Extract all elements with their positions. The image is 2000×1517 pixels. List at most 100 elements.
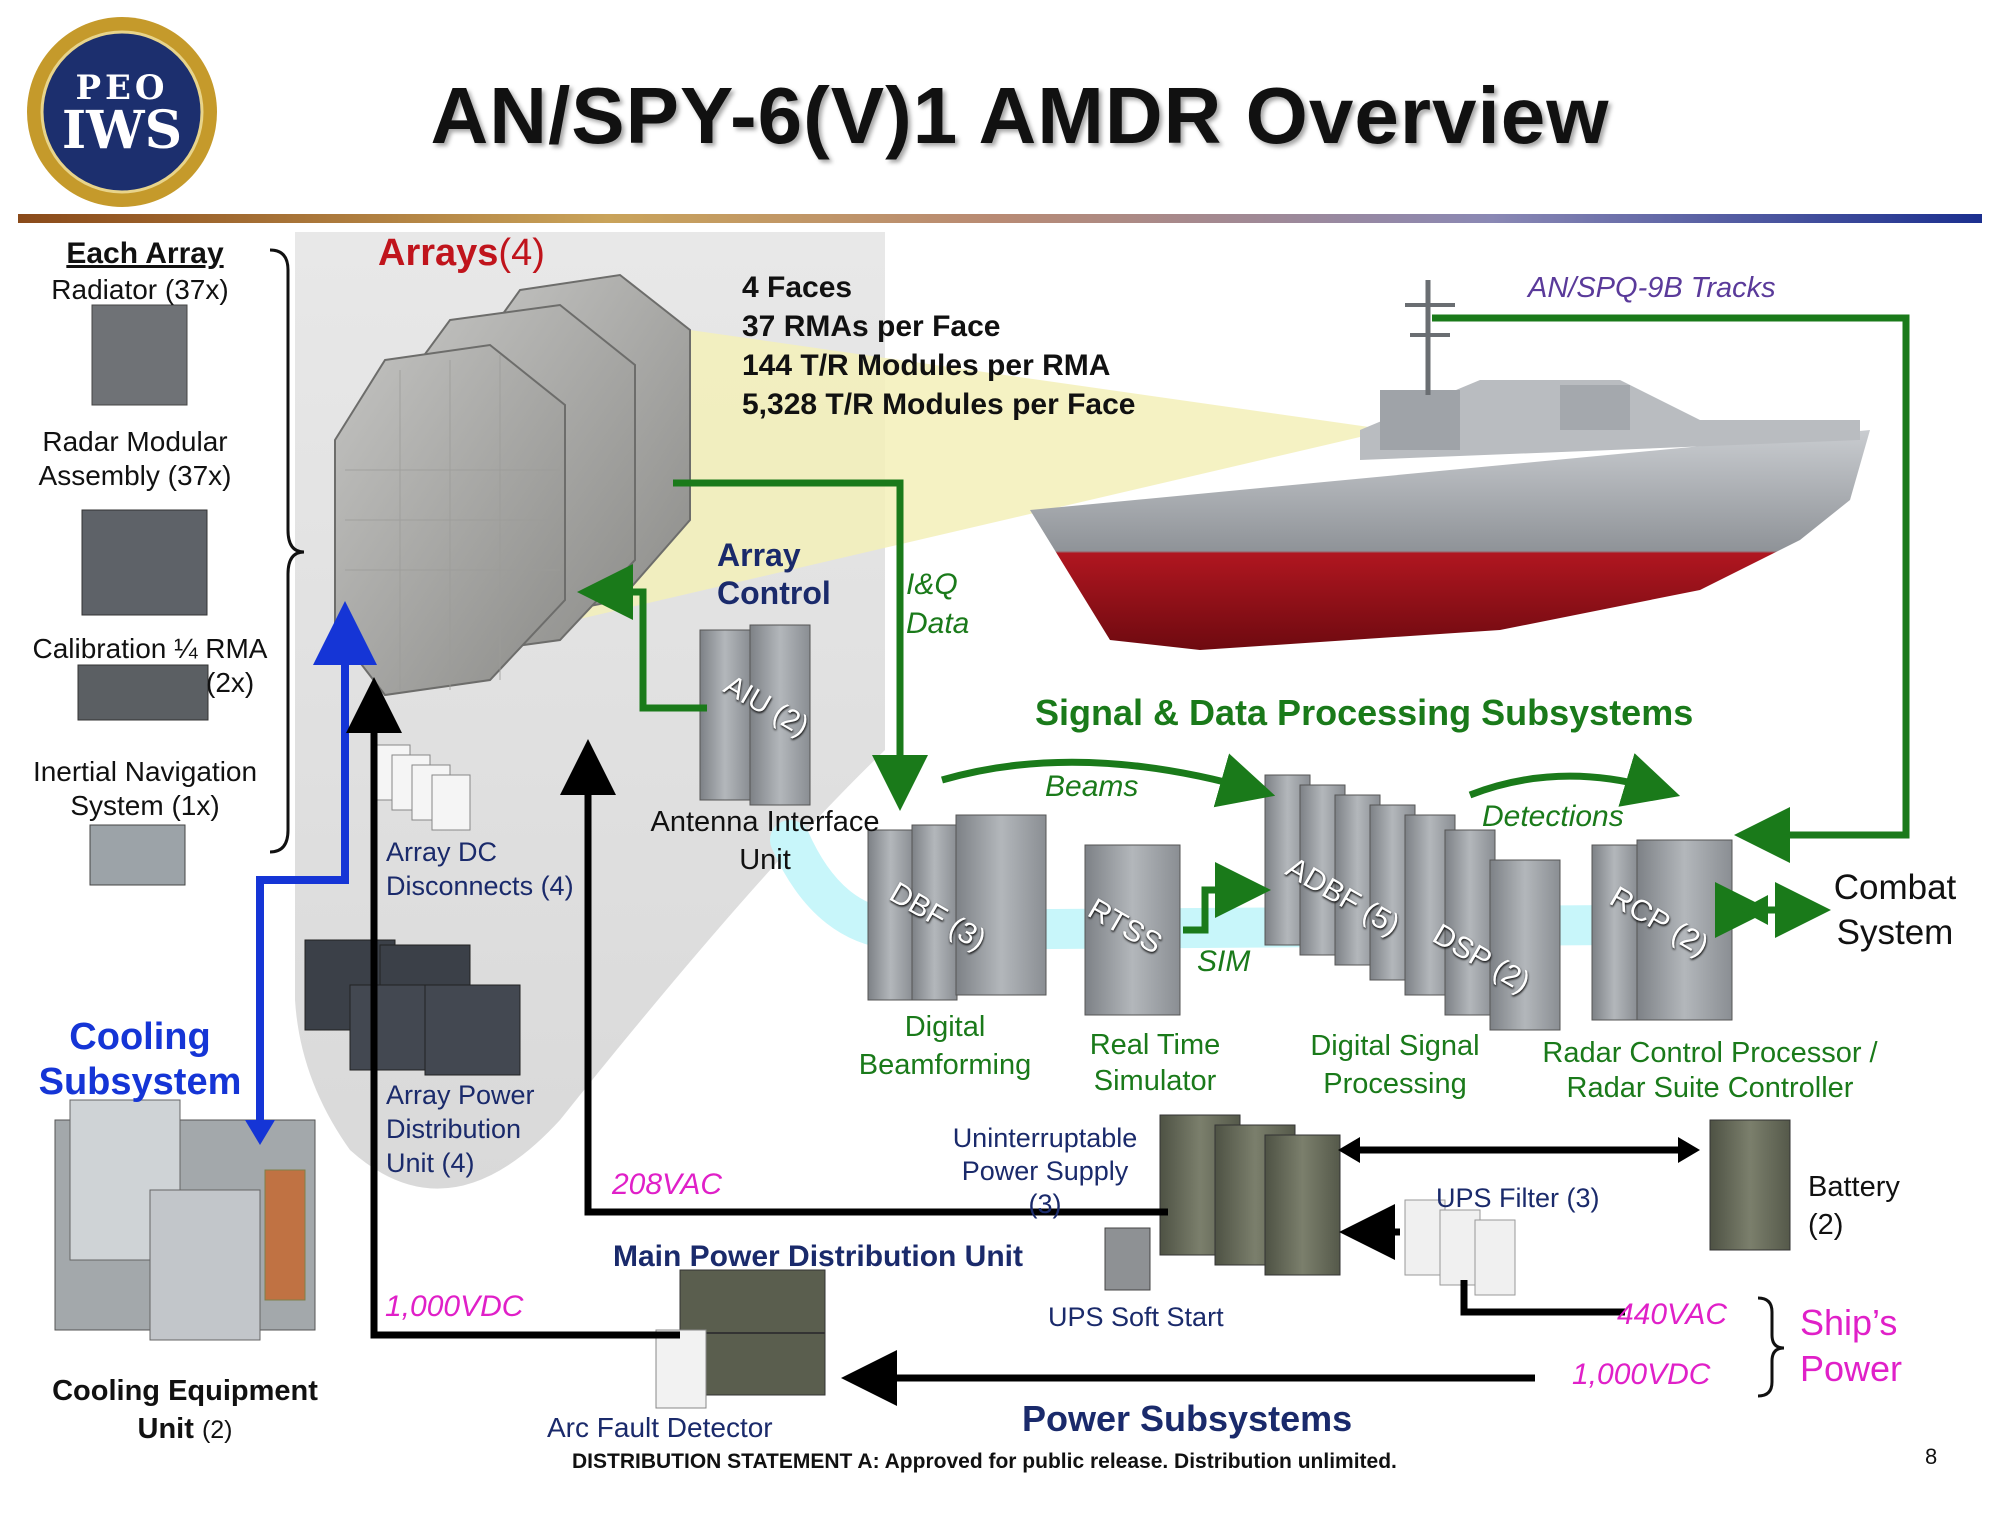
vac208-label: 208VAC [612,1168,723,1201]
rma-label-2: Assembly (37x) [38,460,232,491]
ships-power-line-2: Power [1800,1348,1903,1389]
rma-image [81,509,208,616]
array-control-line-2: Control [717,575,831,611]
dsp-name-2: Processing [1323,1068,1467,1100]
ins-image [89,824,186,886]
vdc1000-left-label: 1,000VDC [385,1290,524,1323]
iq-data-label: I&Q Data [906,565,969,643]
cooling-subsystem-title: Cooling Subsystem [30,1015,250,1105]
signal-processing-title: Signal & Data Processing Subsystems [1035,692,1694,733]
aiu-name-1: Antenna Interface [650,806,880,838]
faces-specs: 4 Faces 37 RMAs per Face 144 T/R Modules… [742,268,1135,424]
page-title: AN/SPY-6(V)1 AMDR Overview [430,71,1610,160]
faces-line-1: 4 Faces [742,271,853,304]
arc-fault-label: Arc Fault Detector [547,1412,773,1443]
title-rule [18,214,1982,223]
battery-line-1: Battery [1808,1171,1900,1203]
ups-line-2: Power Supply (3) [961,1156,1129,1219]
distribution-statement: DISTRIBUTION STATEMENT A: Approved for p… [572,1450,1397,1473]
cooling-unit-label: Cooling Equipment Unit (2) [50,1372,320,1449]
ins-label-2: System (1x) [70,790,220,821]
radar-beam [490,330,1390,640]
rtss-cabinet-image [1084,844,1181,1016]
array-faces-image [334,273,691,697]
cooling-unit-2: Unit (2) [137,1413,233,1445]
calibration-label-1: Calibration ¼ RMA [32,633,268,664]
radiator-label: Radiator (37x) [51,274,229,305]
faces-line-4: 5,328 T/R Modules per Face [742,388,1136,421]
arc-fault-detector-image [655,1329,707,1409]
radiator-image [91,304,188,406]
dsp-name-1: Digital Signal [1310,1030,1480,1062]
calibration-rma-image [77,664,209,721]
ships-power-line-1: Ship’s [1800,1302,1898,1343]
rcp-name: Radar Control Processor / Radar Suite Co… [1540,1036,1880,1106]
battery-label: Battery (2) [1808,1168,1900,1244]
ups-soft-start-label: UPS Soft Start [1048,1302,1224,1332]
aiu-name-2: Unit [739,844,791,876]
logo-iws: IWS [61,100,183,161]
array-control-label: Array Control [717,536,831,612]
ups-soft-start-image [1104,1227,1151,1291]
array-dc-line-1: Array DC [386,837,498,867]
aiu-cabinets-image [699,624,811,806]
ups-label: Uninterruptable Power Supply (3) [945,1122,1145,1221]
rtss-name-1: Real Time [1089,1029,1221,1061]
cooling-title-1: Cooling [69,1016,211,1058]
cooling-unit-1: Cooling Equipment [52,1375,318,1407]
rma-label-1: Radar Modular [42,426,228,457]
ups-image [1159,1114,1341,1276]
dbf-name-2: Beamforming [858,1049,1032,1081]
aiu-name: Antenna Interface Unit [640,803,890,879]
cooling-arrow-down-head [245,1120,275,1145]
cooling-blue-arrows [256,601,377,1130]
combat-system-label: Combat System [1810,865,1980,955]
array-dc-disconnects-image [371,744,471,831]
faces-line-2: 37 RMAs per Face [742,310,1001,343]
ups-line-1: Uninterruptable [952,1123,1138,1153]
rcp-name-2: Radar Suite Controller [1566,1072,1854,1104]
logo-peo: PEO [75,68,169,108]
ups-filter-image [1404,1199,1516,1296]
beams-label: Beams [1045,770,1139,803]
dbf-name-1: Digital [904,1011,986,1043]
tracks-label: AN/SPQ-9B Tracks [1528,272,1776,304]
page-number: 8 [1925,1444,1938,1469]
array-dc-line-2: Disconnects (4) [386,871,574,901]
power-black-arrows [346,677,1680,1406]
ships-power-label: Ship’s Power [1800,1300,1902,1392]
ups-filter-label: UPS Filter (3) [1436,1183,1600,1213]
calibration-label-2: (2x) [206,667,255,698]
power-subsystems-title: Power Subsystems [1022,1398,1353,1439]
array-power-line-3: Unit (4) [386,1148,475,1178]
arrays-label: Arrays(4) [378,232,545,274]
battery-line-2: (2) [1808,1209,1844,1241]
rcp-name-1: Radar Control Processor / [1542,1037,1878,1069]
ships-power-brace [1757,1296,1785,1398]
array-power-line-1: Array Power [386,1080,535,1110]
detections-label: Detections [1482,800,1624,833]
ups-battery-arrow-left [1338,1137,1360,1163]
dbf-cabinets-image [867,814,1047,1001]
dbf-name: Digital Beamforming [855,1008,1035,1084]
main-power-label: Main Power Distribution Unit [613,1240,1023,1273]
cooling-title-2: Subsystem [38,1061,242,1103]
rtss-name: Real Time Simulator [1070,1027,1240,1099]
array-power-distribution-image [304,939,521,1076]
peo-iws-logo [27,17,217,207]
ins-label-1: Inertial Navigation [32,756,258,787]
adbf-dsp-cabinets-image [1264,774,1561,1031]
combat-line-1: Combat [1833,868,1957,907]
rtss-name-2: Simulator [1093,1065,1217,1097]
combat-line-2: System [1836,913,1954,952]
sim-label: SIM [1197,945,1251,978]
dsp-name: Digital Signal Processing [1290,1027,1500,1103]
array-dc-label: Array DC Disconnects (4) [386,835,574,903]
each-array-brace [269,248,305,854]
iq-line-2: Data [906,607,970,640]
vdc1000-ship-label: 1,000VDC [1572,1358,1711,1391]
each-array-heading: Each Array [66,237,224,270]
array-power-label: Array Power Distribution Unit (4) [386,1078,535,1180]
vac440-label: 440VAC [1617,1298,1728,1331]
